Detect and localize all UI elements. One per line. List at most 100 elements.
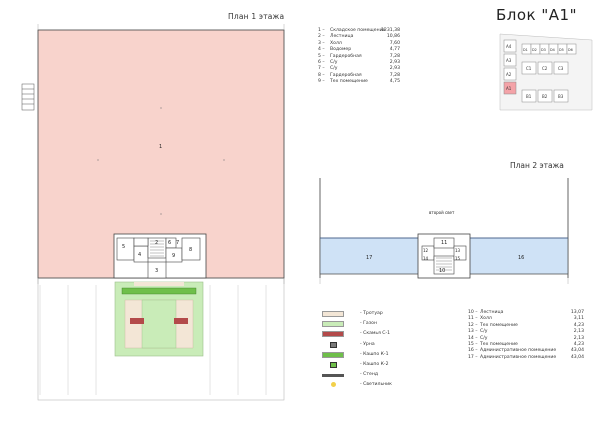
label-room-9: 9	[172, 253, 175, 259]
legend-swatch-icon	[322, 331, 344, 338]
legend-item: - Стенд	[322, 371, 432, 381]
label-room-7: 7	[176, 240, 179, 246]
room-area: 4,77	[389, 47, 400, 53]
room-name: Холл	[480, 316, 492, 322]
room-area: 4,23	[573, 341, 584, 347]
legend-swatch-icon	[322, 373, 344, 377]
room-name: С/у	[330, 66, 338, 72]
room-name: Складское помещение	[330, 28, 386, 33]
room-name: С/у	[480, 329, 488, 335]
legend-swatch-icon	[322, 351, 344, 358]
key-c1: C1	[526, 66, 532, 71]
room-area: 2,13	[573, 335, 584, 341]
room-number: 11 –	[468, 316, 478, 322]
room-name: Гардеробная	[330, 53, 362, 59]
room-number: 5 –	[318, 53, 325, 59]
room-number: 3 –	[318, 40, 325, 46]
room-area: 4,75	[389, 79, 400, 85]
room-number: 9 –	[318, 79, 325, 85]
legend-item: - Тротуар	[322, 310, 432, 320]
label-room-5: 5	[122, 244, 125, 250]
key-d5: D5	[559, 48, 564, 52]
label-second-light: второй свет	[429, 210, 455, 215]
legend-item: - Светильник	[322, 381, 432, 391]
room-number: 4 –	[318, 47, 325, 53]
key-a4: A4	[506, 44, 512, 49]
bench-icon	[130, 318, 144, 324]
room-number: 12 –	[468, 322, 478, 328]
table-row: 3 – Холл 7,60	[318, 41, 400, 47]
room-area: 43,04	[570, 348, 584, 354]
room-name: Лестница	[330, 34, 354, 40]
legend-item: - Кашпо К-2	[322, 361, 432, 371]
table-row: 11 –Холл 3,11	[468, 316, 584, 322]
key-d6: D6	[568, 48, 573, 52]
room-area: 7,28	[389, 53, 400, 59]
key-a2: A2	[506, 72, 512, 77]
legend-label: - Светильник	[360, 382, 392, 388]
room-name: С/у	[330, 59, 338, 65]
room-number: 8 –	[318, 72, 325, 78]
label-room-3: 3	[155, 268, 158, 274]
label-room-14: 14	[423, 256, 429, 261]
plan1-site	[37, 277, 285, 401]
key-b2: B2	[542, 94, 548, 99]
legend-item: - Газон	[322, 320, 432, 330]
room-area: 2,13	[573, 329, 584, 335]
room-area: 13,07	[570, 310, 584, 315]
table-row: 15 –Тех помещение 4,23	[468, 342, 584, 348]
room-number: 17 –	[468, 354, 478, 360]
room-name: Административное помещение	[480, 348, 557, 354]
room-name: Тех помещение	[480, 322, 518, 328]
room-area: 3,11	[573, 316, 584, 322]
plan2-building	[319, 178, 569, 284]
legend-label: - Тротуар	[360, 311, 383, 316]
key-d1: D1	[523, 48, 528, 52]
key-b1: B1	[526, 94, 532, 99]
key-b3: B3	[558, 94, 564, 99]
room-area: 43,04	[570, 354, 584, 360]
bench-icon	[174, 318, 188, 324]
room-number: 15 –	[468, 341, 478, 347]
room-area: 4,23	[573, 322, 584, 328]
label-room-8: 8	[189, 247, 192, 253]
room-number: 16 –	[468, 348, 478, 354]
table-row: 9 – Тех помещение 4,75	[318, 79, 400, 85]
key-a1: A1	[506, 86, 512, 91]
label-room-13: 13	[455, 248, 461, 253]
room-name: Тех помещение	[330, 79, 368, 85]
legend-label: - Газон	[360, 321, 377, 327]
label-room-11: 11	[441, 240, 447, 246]
room-name: Тех помещение	[480, 341, 518, 347]
room-name: Холл	[330, 40, 342, 46]
label-room-15: 15	[455, 256, 461, 261]
plan1-title: План 1 этажа	[228, 12, 285, 21]
legend-item: - Скамья С-1	[322, 330, 432, 340]
legend-swatch-icon	[330, 341, 337, 348]
legend-item: - Кашпо К-1	[322, 351, 432, 361]
legend-label: - Кашпо К-2	[360, 361, 389, 367]
key-d4: D4	[550, 48, 555, 52]
room-area: 7,60	[389, 40, 400, 46]
room-number: 13 –	[468, 329, 478, 335]
label-room-2: 2	[155, 240, 158, 246]
legend-label: - Кашпо К-1	[360, 351, 389, 357]
legend-label: - Скамья С-1	[360, 331, 391, 337]
legend-item: - Урна	[322, 341, 432, 351]
key-c3: C3	[558, 66, 564, 71]
room-name: Административное помещение	[480, 354, 557, 360]
room-number: 10 –	[468, 310, 478, 315]
room-number: 14 –	[468, 335, 478, 341]
key-plan	[499, 33, 593, 111]
